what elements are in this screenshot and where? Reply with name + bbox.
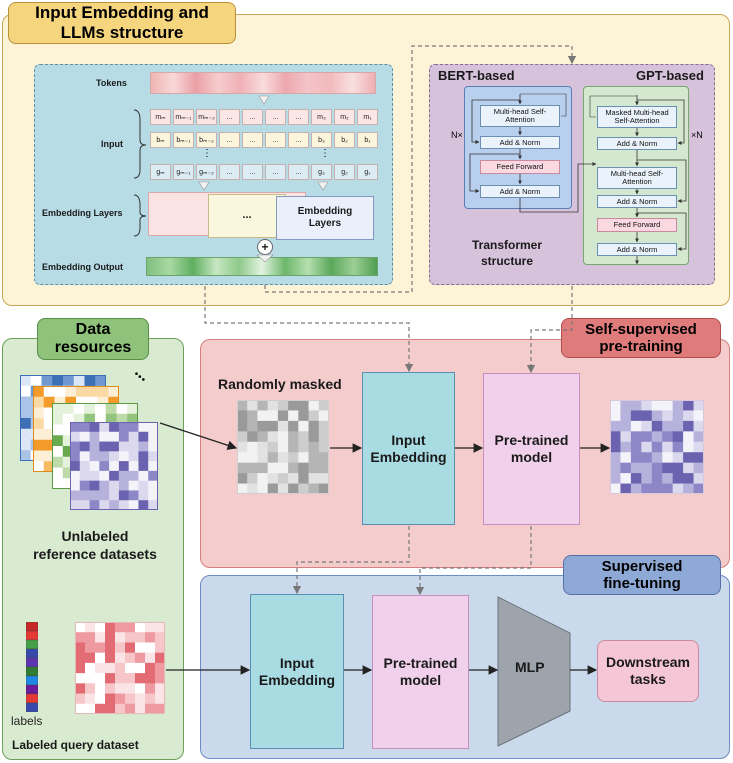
- gpt-masked-box: Masked Multi-head Self-Attention: [597, 106, 677, 128]
- data-resources-title: Data resources: [37, 318, 149, 360]
- row-g-cell: g₁: [357, 164, 378, 180]
- query-dataset-heatmap: [75, 622, 165, 714]
- bert-mha-box: Multi-head Self-Attention: [480, 105, 560, 127]
- embedding-layer-ellipsis: ...: [242, 209, 252, 222]
- gpt-addnorm2-box: Add & Norm: [597, 195, 677, 208]
- pretrain-input-embedding-box: Input Embedding: [362, 372, 455, 525]
- row-m-cell: m₃: [311, 109, 332, 125]
- row-b-cell: ...: [288, 132, 309, 148]
- row-g-cell: g₂: [334, 164, 355, 180]
- mlp-label: MLP: [515, 659, 545, 675]
- unlabeled-datasets-label: Unlabeled reference datasets: [33, 528, 157, 563]
- row-b-cell: b₃: [311, 132, 332, 148]
- row-g-cell: ...: [265, 164, 286, 180]
- bert-addnorm1-box: Add & Norm: [480, 136, 560, 149]
- row-g-cell: gₘ₋₂: [196, 164, 217, 180]
- downstream-tasks-box: Downstream tasks: [597, 640, 699, 702]
- transformer-structure-label: Transformer structure: [471, 238, 543, 268]
- row-m-cell: mₘ₋₂: [196, 109, 217, 125]
- row-b-cell: ...: [265, 132, 286, 148]
- vdots-left: ⋮: [202, 148, 212, 159]
- bert-nx: N×: [451, 130, 463, 140]
- tokens-label: Tokens: [96, 78, 127, 88]
- bert-label: BERT-based: [438, 68, 515, 83]
- row-g-cell: ...: [219, 164, 240, 180]
- row-b-cell: bₘ₋₂: [196, 132, 217, 148]
- purple-dataset-heatmap: [70, 422, 158, 510]
- row-m-cell: mₘ₋₁: [173, 109, 194, 125]
- row-m-cell: ...: [219, 109, 240, 125]
- bert-addnorm2-box: Add & Norm: [480, 185, 560, 198]
- masked-heatmap: [237, 400, 329, 494]
- row-b-cell: bₘ₋₁: [173, 132, 194, 148]
- gpt-mha-box: Multi-head Self-Attention: [597, 167, 677, 189]
- randomly-masked-label: Randomly masked: [218, 376, 342, 392]
- finetune-pretrained-model-box: Pre-trained model: [372, 595, 469, 749]
- input-embedding-llm-title: Input Embedding and LLMs structure: [8, 2, 236, 44]
- labels-strip: [26, 622, 38, 712]
- vdots-right: ⋮: [320, 148, 330, 159]
- row-m-cell: m₂: [334, 109, 355, 125]
- embedding-layers-label: Embedding Layers: [42, 208, 123, 218]
- gpt-ff-box: Feed Forward: [597, 218, 677, 232]
- gpt-addnorm1-box: Add & Norm: [597, 137, 677, 150]
- input-label: Input: [101, 139, 123, 149]
- sum-node: +: [257, 239, 273, 255]
- embedding-output-label: Embedding Output: [42, 262, 123, 272]
- row-m-cell: ...: [265, 109, 286, 125]
- row-b-cell: b₁: [357, 132, 378, 148]
- bert-ff-box: Feed Forward: [480, 160, 560, 174]
- labels-text: labels: [11, 714, 43, 728]
- embedding-layers-box: Embedding Layers: [276, 196, 374, 240]
- pretraining-title: Self-supervised pre-training: [561, 318, 721, 358]
- gpt-nx: ×N: [691, 130, 703, 140]
- row-b-cell: bₘ: [150, 132, 171, 148]
- embedding-output-bar: [146, 257, 378, 276]
- row-m-cell: ...: [242, 109, 263, 125]
- pretrain-pretrained-model-box: Pre-trained model: [483, 373, 580, 525]
- row-m-cell: ...: [288, 109, 309, 125]
- row-b-cell: ...: [242, 132, 263, 148]
- tokens-bar: [150, 72, 376, 94]
- embedding-layer-box-mid: ...: [208, 194, 286, 238]
- row-g-cell: gₘ₋₁: [173, 164, 194, 180]
- row-m-cell: mₘ: [150, 109, 171, 125]
- labeled-query-label: Labeled query dataset: [12, 738, 139, 752]
- row-g-cell: g₃: [311, 164, 332, 180]
- reconstructed-heatmap: [610, 400, 704, 494]
- row-m-cell: m₁: [357, 109, 378, 125]
- finetuning-title: Supervised fine-tuning: [563, 555, 721, 595]
- row-g-cell: ...: [288, 164, 309, 180]
- row-g-cell: ...: [242, 164, 263, 180]
- row-b-cell: b₂: [334, 132, 355, 148]
- gpt-addnorm3-box: Add & Norm: [597, 243, 677, 256]
- row-b-cell: ...: [219, 132, 240, 148]
- gpt-label: GPT-based: [636, 68, 704, 83]
- row-g-cell: gₘ: [150, 164, 171, 180]
- finetune-input-embedding-box: Input Embedding: [250, 594, 344, 749]
